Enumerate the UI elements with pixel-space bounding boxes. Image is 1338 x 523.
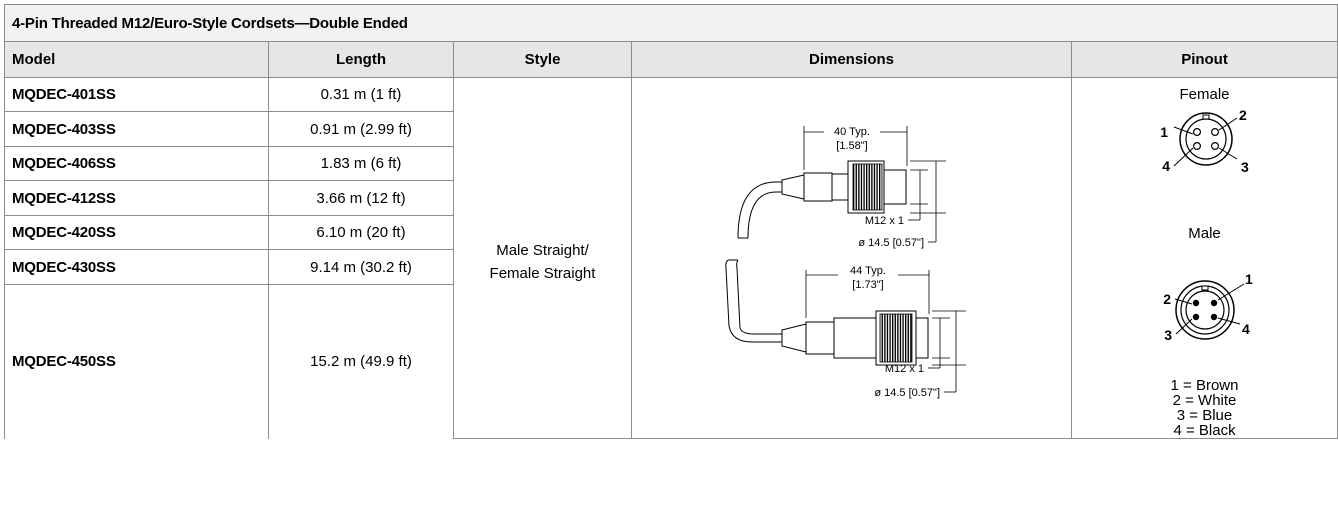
- style-cell: Male Straight/ Female Straight: [453, 77, 632, 439]
- model-cell: MQDEC-420SS: [4, 214, 269, 251]
- cordset-dimension-drawing: 40 Typ. [1.58"] M12 x 1 ø 14.5 [0.57"]: [725, 126, 966, 399]
- legend-item: 4 = Black: [1173, 422, 1236, 439]
- column-header-length: Length: [268, 41, 454, 78]
- table-row: MQDEC-403SS 0.91 m (2.99 ft): [4, 111, 1338, 147]
- style-line-1: Male Straight/: [496, 242, 589, 259]
- cordset-table: 4-Pin Threaded M12/Euro-Style Cordsets—D…: [3, 4, 1338, 439]
- legend-item: 1 = Brown: [1170, 377, 1239, 394]
- dimensions-cell: 40 Typ. [1.58"] M12 x 1 ø 14.5 [0.57"]: [631, 77, 1072, 439]
- column-header-model: Model: [4, 41, 269, 78]
- column-header-style: Style: [453, 41, 632, 78]
- male-pin-3-label: 3: [1164, 327, 1172, 343]
- male-pinout-label: Male: [1188, 225, 1221, 242]
- length-cell: 0.91 m (2.99 ft): [268, 111, 454, 147]
- pinout-diagrams: 1 2 3 4: [1160, 107, 1253, 343]
- female-thread-size: M12 x 1: [885, 363, 924, 375]
- column-header-dimensions: Dimensions: [631, 41, 1072, 78]
- table-row: MQDEC-401SS 0.31 m (1 ft) Male Straight/…: [4, 76, 1338, 439]
- length-cell: 15.2 m (49.9 ft): [268, 283, 454, 439]
- model-cell: MQDEC-401SS: [4, 76, 269, 113]
- table-row: MQDEC-450SS 15.2 m (49.9 ft): [4, 283, 1338, 439]
- table-row: MQDEC-420SS 6.10 m (20 ft): [4, 214, 1338, 251]
- legend-item: 2 = White: [1172, 392, 1237, 409]
- male-typ-length: 40 Typ.: [834, 126, 870, 138]
- length-cell: 1.83 m (6 ft): [268, 145, 454, 182]
- wire-color-legend: 1 = Brown 2 = White 3 = Blue 4 = Black: [1072, 378, 1337, 438]
- female-pin-1-label: 1: [1160, 124, 1168, 140]
- cordset-spec-sheet: 4-Pin Threaded M12/Euro-Style Cordsets—D…: [3, 4, 1338, 523]
- female-pinout-label: Female: [1179, 86, 1230, 103]
- length-cell: 9.14 m (30.2 ft): [268, 249, 454, 285]
- model-cell: MQDEC-406SS: [4, 145, 269, 182]
- female-typ-length: 44 Typ.: [850, 265, 886, 277]
- table-row: MQDEC-406SS 1.83 m (6 ft): [4, 145, 1338, 182]
- style-line-2: Female Straight: [489, 265, 596, 282]
- male-typ-length-inch: [1.58"]: [836, 140, 867, 152]
- female-pin-3-label: 3: [1241, 159, 1249, 175]
- male-pin-4-label: 4: [1242, 321, 1250, 337]
- female-connector-drawing: 44 Typ. [1.73"] M12 x 1 ø 14.5 [0.57"]: [725, 259, 966, 399]
- table-row: MQDEC-430SS 9.14 m (30.2 ft): [4, 249, 1338, 285]
- pinout-cell: Female 1 2 3: [1070, 77, 1338, 439]
- male-diameter: ø 14.5 [0.57"]: [858, 237, 924, 249]
- length-cell: 3.66 m (12 ft): [268, 180, 454, 216]
- legend-item: 3 = Blue: [1176, 407, 1233, 424]
- length-cell: 0.31 m (1 ft): [268, 76, 454, 113]
- column-header-pinout: Pinout: [1070, 41, 1338, 78]
- male-thread-size: M12 x 1: [865, 215, 904, 227]
- female-pin-4-label: 4: [1162, 158, 1170, 174]
- model-cell: MQDEC-450SS: [4, 283, 269, 439]
- model-cell: MQDEC-412SS: [4, 180, 269, 216]
- female-pin-2-label: 2: [1239, 107, 1247, 123]
- length-cell: 6.10 m (20 ft): [268, 214, 454, 251]
- model-cell: MQDEC-430SS: [4, 249, 269, 285]
- female-pinout-diagram: 1 2 3 4: [1160, 107, 1249, 175]
- female-typ-length-inch: [1.73"]: [852, 279, 883, 291]
- male-pinout-diagram: 1 2 3 4: [1163, 271, 1253, 343]
- table-title: 4-Pin Threaded M12/Euro-Style Cordsets—D…: [3, 4, 1338, 42]
- male-connector-drawing: 40 Typ. [1.58"] M12 x 1 ø 14.5 [0.57"]: [737, 126, 946, 249]
- female-diameter: ø 14.5 [0.57"]: [874, 387, 940, 399]
- male-pin-1-label: 1: [1245, 271, 1253, 287]
- model-cell: MQDEC-403SS: [4, 111, 269, 147]
- male-pin-2-label: 2: [1163, 291, 1171, 307]
